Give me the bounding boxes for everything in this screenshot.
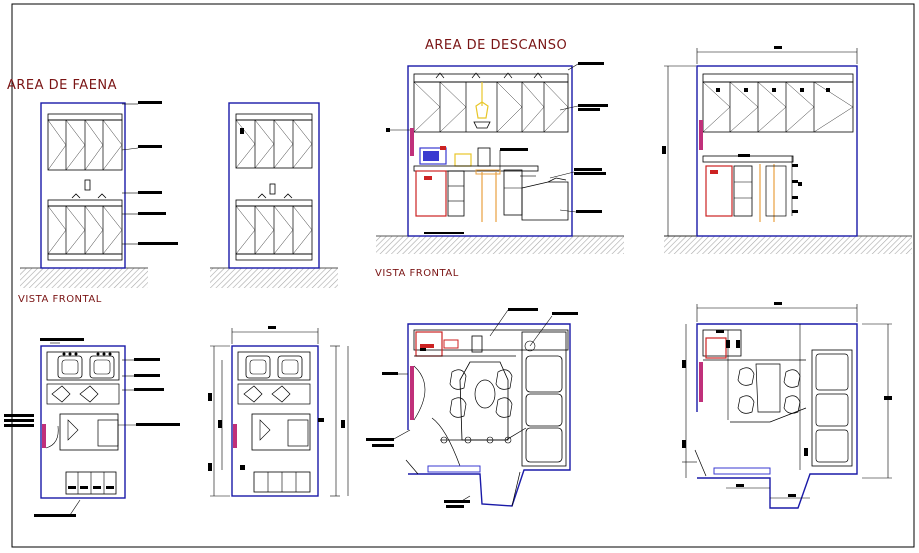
descanso-plan-2 [682,302,892,509]
faena-plan-1 [4,338,180,517]
descanso-elevation-1 [376,62,624,254]
faena-elevation-2 [210,102,338,288]
faena-plan-2 [208,326,349,497]
descanso-plan-1 [366,308,578,508]
label-vista-frontal-descanso: VISTA FRONTAL [375,268,459,279]
descanso-elevation-2 [662,46,912,254]
title-area-de-descanso: AREA DE DESCANSO [425,38,568,53]
sheet-border [11,3,915,548]
faena-elevation-1 [20,101,178,288]
title-area-de-faena: AREA DE FAENA [7,78,118,93]
label-vista-frontal-faena: VISTA FRONTAL [18,294,102,305]
